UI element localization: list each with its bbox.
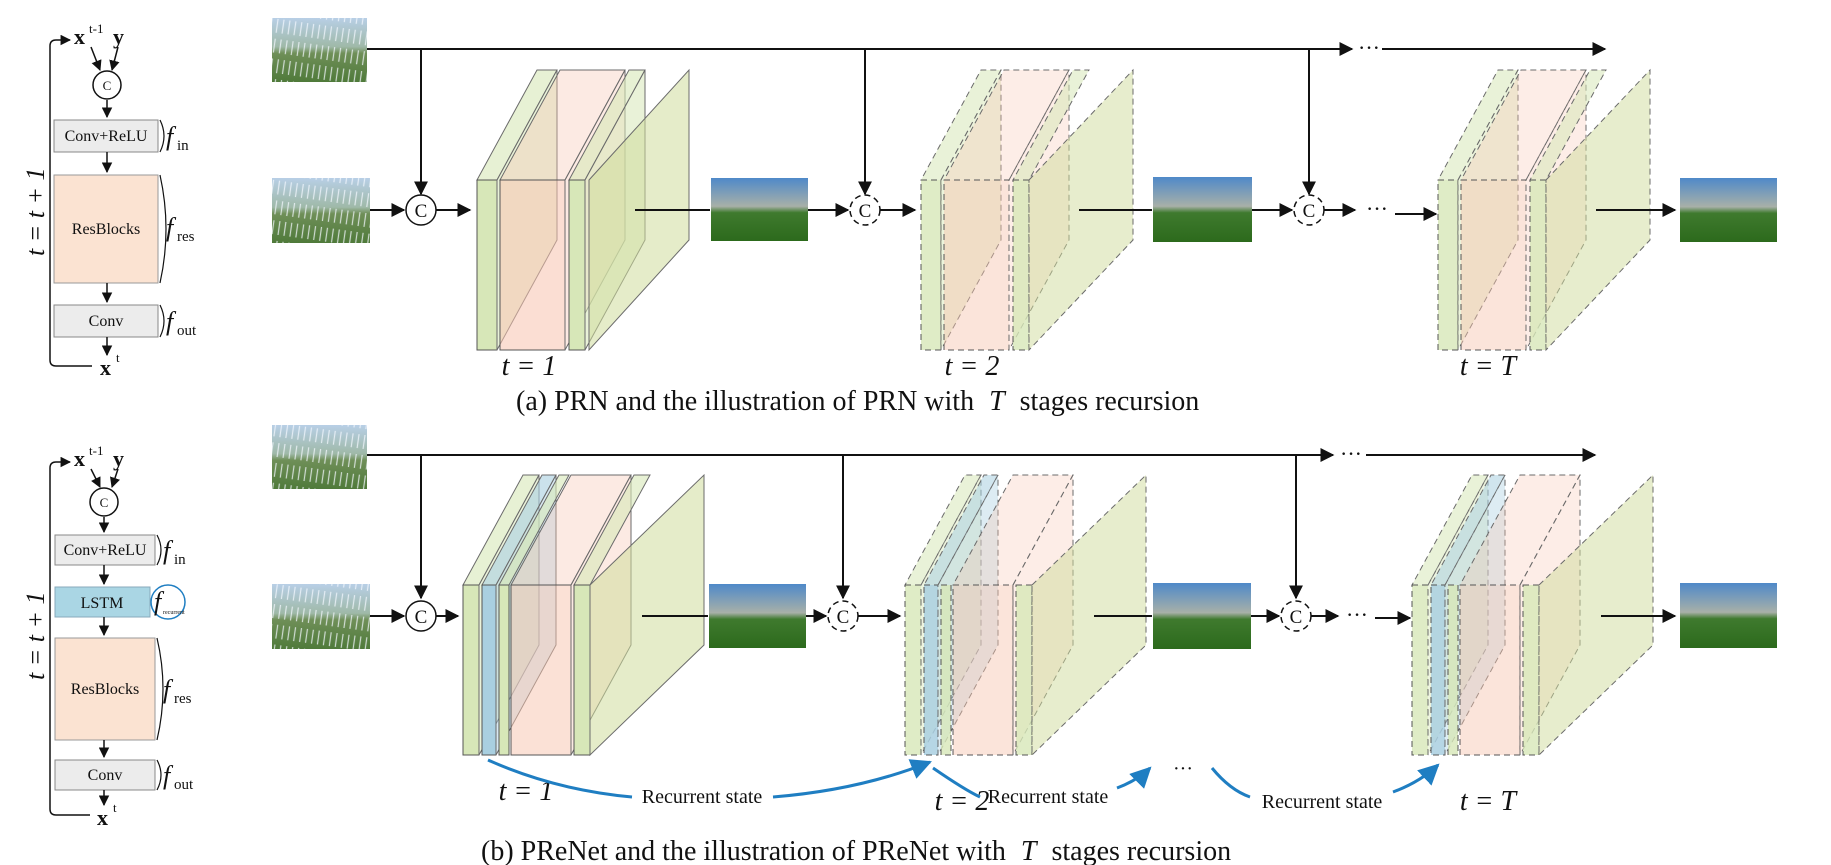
concat-label-b-3: C	[1290, 607, 1303, 628]
recurrent-marker	[150, 584, 186, 620]
panel-a-block-diagram: x t-1 y C Conv+ReLU f in ResBlocks f res…	[21, 21, 197, 380]
output-x-superscript-b: t	[113, 800, 117, 815]
fin-subscript: in	[177, 138, 189, 154]
output-x-label-b: x	[97, 805, 108, 830]
clean-image-a-T	[1680, 178, 1777, 242]
panel-a-stages: ··· C t = 1	[272, 18, 1777, 417]
stage-a-2: t = 2	[920, 68, 1134, 382]
rainy-image-top-a	[272, 18, 367, 82]
recurrent-state-label-3: Recurrent state	[1262, 791, 1383, 813]
clean-image-a-2	[1153, 177, 1252, 242]
concat-label-a-3: C	[1303, 201, 1316, 222]
rainy-image-top-b	[272, 425, 367, 489]
panel-b-stages: ··· C t = 1	[272, 425, 1777, 865]
concat-label-b-1: C	[415, 607, 428, 628]
fin-box-b	[54, 534, 156, 566]
clean-image-a-1	[711, 178, 808, 241]
loop-label-b: t = t + 1	[21, 591, 50, 680]
concat-label: C	[103, 78, 112, 93]
fout-box-b	[54, 759, 156, 791]
clean-image-b-1	[709, 584, 806, 648]
frec-subscript: recurrent	[163, 610, 185, 616]
rainy-image-input-b	[272, 584, 370, 649]
fres-subscript: res	[177, 229, 195, 245]
input-y-label: y	[113, 24, 124, 49]
fin-subscript-b: in	[174, 552, 186, 568]
input-x-label: x	[74, 24, 85, 49]
fin-symbol: f	[166, 122, 177, 151]
ellipsis-mid-b: ···	[1346, 602, 1368, 627]
concat-label-a-1: C	[415, 201, 428, 222]
output-x-superscript: t	[116, 350, 120, 365]
input-y-label-b: y	[113, 446, 124, 471]
concat-node-b	[89, 487, 119, 517]
fout-box-label-b: Conv	[88, 767, 123, 784]
stage-label-b-2: t = 2	[935, 786, 990, 817]
concat-label-b: C	[100, 495, 109, 510]
recurrent-state-label-2: Recurrent state	[988, 786, 1109, 808]
concat-label-b-2: C	[837, 607, 850, 628]
caption-a: (a) PRN and the illustration of PRN with…	[516, 386, 1199, 417]
clean-image-b-T	[1680, 583, 1777, 648]
stage-a-T: t = T	[1437, 68, 1651, 382]
fres-symbol-b: f	[163, 675, 174, 704]
input-x-label-b: x	[74, 446, 85, 471]
stage-b-1: t = 1	[462, 473, 705, 807]
frec-symbol: f	[154, 587, 165, 616]
output-x-label: x	[100, 355, 111, 380]
stage-b-T: t = T	[1411, 473, 1654, 817]
recurrent-state-label-1: Recurrent state	[642, 786, 763, 808]
fout-subscript: out	[177, 323, 197, 339]
concat-label-a-2: C	[859, 201, 872, 222]
fout-box-label: Conv	[89, 313, 124, 330]
ellipsis-top-a: ···	[1358, 35, 1380, 60]
ellipsis-top-b: ···	[1340, 441, 1362, 466]
resblocks-box-label: ResBlocks	[72, 221, 140, 238]
fres-symbol: f	[166, 213, 177, 242]
lstm-box-label: LSTM	[81, 595, 124, 612]
fres-subscript-b: res	[174, 691, 192, 707]
stage-label-a-1: t = 1	[502, 351, 557, 382]
fin-box-label-b: Conv+ReLU	[64, 542, 147, 559]
fout-box	[53, 304, 159, 338]
loop-arrow	[49, 34, 92, 367]
lstm-box	[54, 586, 151, 618]
ellipsis-mid-a: ···	[1366, 196, 1388, 221]
resblocks-box-b	[54, 637, 156, 741]
loop-label: t = t + 1	[21, 167, 50, 256]
resblocks-box	[53, 174, 159, 284]
concat-node	[92, 70, 122, 100]
resblocks-box-label-b: ResBlocks	[71, 681, 139, 698]
fin-box	[53, 119, 159, 153]
stage-label-b-T: t = T	[1460, 786, 1519, 817]
fin-symbol-b: f	[163, 536, 174, 565]
fout-symbol: f	[166, 307, 177, 336]
loop-arrow-b	[49, 456, 90, 816]
fin-box-label: Conv+ReLU	[65, 128, 148, 145]
fout-subscript-b: out	[174, 777, 194, 793]
input-x-superscript: t-1	[89, 21, 103, 36]
panel-b-block-diagram: x t-1 y C Conv+ReLU f in LSTM f recurren…	[21, 443, 194, 830]
recurrent-state-arrows: Recurrent state Recurrent state ··· Recu…	[487, 758, 1440, 813]
recurrent-ellipsis: ···	[1173, 758, 1193, 780]
stage-b-2: t = 2	[904, 473, 1147, 817]
clean-image-b-2	[1153, 583, 1251, 649]
stage-a-1: t = 1	[476, 68, 690, 382]
stage-label-a-2: t = 2	[945, 351, 1000, 382]
stage-label-a-T: t = T	[1460, 351, 1519, 382]
input-x-superscript-b: t-1	[89, 443, 103, 458]
caption-b: (b) PReNet and the illustration of PReNe…	[481, 836, 1231, 865]
rainy-image-input-a	[272, 178, 370, 243]
fout-symbol-b: f	[163, 761, 174, 790]
